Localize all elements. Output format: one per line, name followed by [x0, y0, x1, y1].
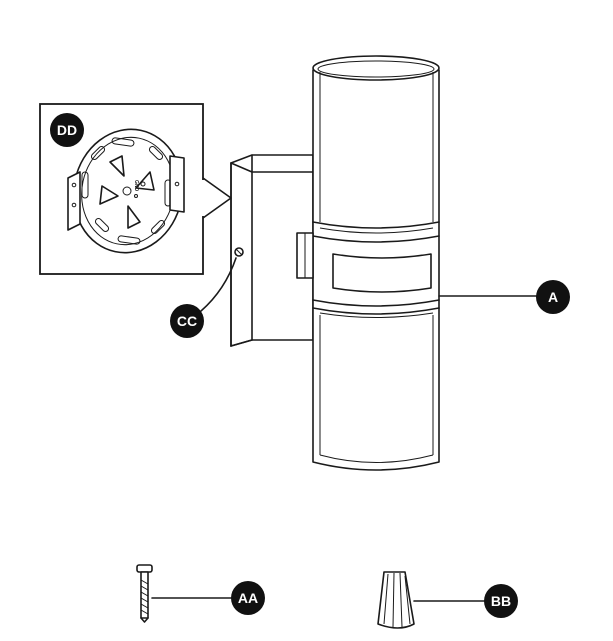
label-badge-a: A: [536, 280, 570, 314]
mounting-arm: [296, 232, 314, 279]
leader-line-cc: [200, 257, 237, 312]
svg-text:AA: AA: [238, 590, 258, 606]
svg-text:DD: DD: [57, 122, 77, 138]
plate-bracket-left: [67, 171, 81, 231]
plate-bracket-right: [169, 155, 185, 213]
svg-text:A: A: [548, 289, 558, 305]
cylinder-fixture: [312, 55, 440, 471]
wire-nut-part: [377, 571, 415, 629]
side-screw: [234, 247, 244, 257]
label-badge-aa: AA: [231, 581, 265, 615]
svg-text:CC: CC: [177, 313, 197, 329]
screw-part: [136, 564, 153, 623]
plate-gnd-marking: GND: [133, 180, 139, 192]
label-badge-cc: CC: [170, 304, 204, 338]
label-badge-dd: DD: [50, 113, 84, 147]
detail-inset: GND: [39, 103, 232, 275]
svg-text:BB: BB: [491, 593, 511, 609]
label-badge-bb: BB: [484, 584, 518, 618]
